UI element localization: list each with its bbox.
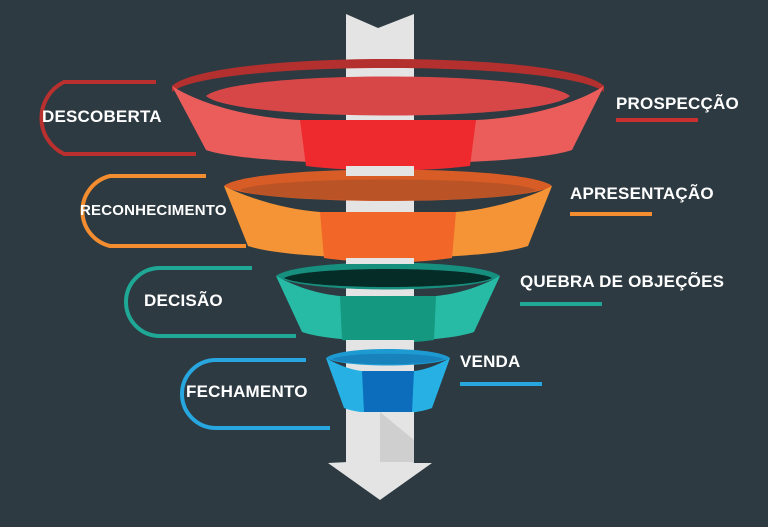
ring-2-front — [320, 212, 456, 263]
bracket-fechamento — [180, 358, 330, 430]
label-venda: VENDA — [460, 352, 521, 371]
ring-1-front — [300, 120, 476, 171]
underline-venda — [460, 382, 542, 386]
bracket-decisao — [124, 266, 296, 338]
ring-2-inner — [240, 179, 536, 201]
ring-3-front — [340, 296, 436, 343]
funnel-ring-3 — [276, 262, 500, 343]
underline-prospeccao — [616, 118, 698, 122]
label-prospeccao: PROSPECÇÃO — [616, 94, 739, 113]
label-decisao: DECISÃO — [144, 291, 223, 310]
arrow-shaft-segment-b — [346, 258, 414, 264]
bracket-reconhecimento — [80, 174, 246, 248]
ring-4-front — [362, 371, 414, 415]
bracket-descoberta — [39, 80, 196, 156]
label-quebra-de-objecoes: QUEBRA DE OBJEÇÕES — [520, 272, 725, 291]
funnel-ring-2 — [224, 169, 552, 263]
label-descoberta: DESCOBERTA — [42, 107, 162, 126]
ring-1-back-rim — [172, 59, 604, 92]
arrow-head — [328, 462, 432, 500]
funnel-ring-1 — [172, 59, 604, 171]
label-fechamento: FECHAMENTO — [186, 382, 308, 401]
ring-3-inner — [284, 269, 492, 287]
ring-1-inner — [206, 76, 570, 116]
arrow-shaft-segment-a — [346, 166, 414, 176]
ring-4-inner — [332, 353, 444, 365]
underline-apresentacao — [570, 212, 652, 216]
underline-quebra — [520, 302, 602, 306]
arrow-shaft-segment-c — [346, 340, 414, 348]
funnel-ring-4 — [326, 349, 450, 415]
label-apresentacao: APRESENTAÇÃO — [570, 184, 714, 203]
arrow-shaft-shadow — [380, 412, 414, 464]
label-reconhecimento: RECONHECIMENTO — [80, 202, 227, 219]
